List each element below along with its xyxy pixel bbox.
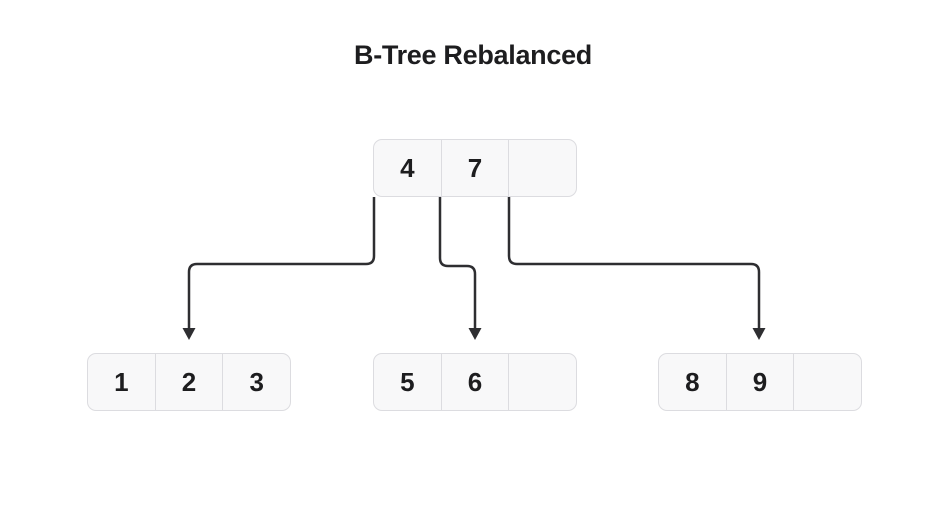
child-node-1: 1 2 3 — [87, 353, 291, 411]
arrowhead-child-3 — [752, 328, 766, 340]
btree-cell: 6 — [440, 354, 509, 410]
btree-cell-empty — [508, 140, 576, 196]
root-node: 4 7 — [373, 139, 577, 197]
child-node-3: 8 9 — [658, 353, 862, 411]
child-node-2: 5 6 — [373, 353, 577, 411]
btree-cell: 4 — [400, 153, 415, 183]
arrowhead-child-2 — [468, 328, 482, 340]
diagram-title: B-Tree Rebalanced — [354, 40, 592, 70]
btree-cell: 2 — [154, 354, 223, 410]
btree-cell: 8 — [685, 367, 700, 397]
arrow-root-to-child-2 — [438, 197, 482, 340]
btree-cell: 5 — [400, 367, 415, 397]
btree-cell: 1 — [114, 367, 129, 397]
arrowhead-child-1 — [182, 328, 196, 340]
arrow-root-to-child-1 — [182, 197, 376, 340]
btree-cell: 7 — [440, 140, 509, 196]
btree-cell: 9 — [725, 354, 794, 410]
btree-cell-empty — [793, 354, 861, 410]
btree-cell-empty — [508, 354, 576, 410]
arrow-root-to-child-3 — [507, 197, 766, 340]
btree-cell: 3 — [222, 354, 290, 410]
